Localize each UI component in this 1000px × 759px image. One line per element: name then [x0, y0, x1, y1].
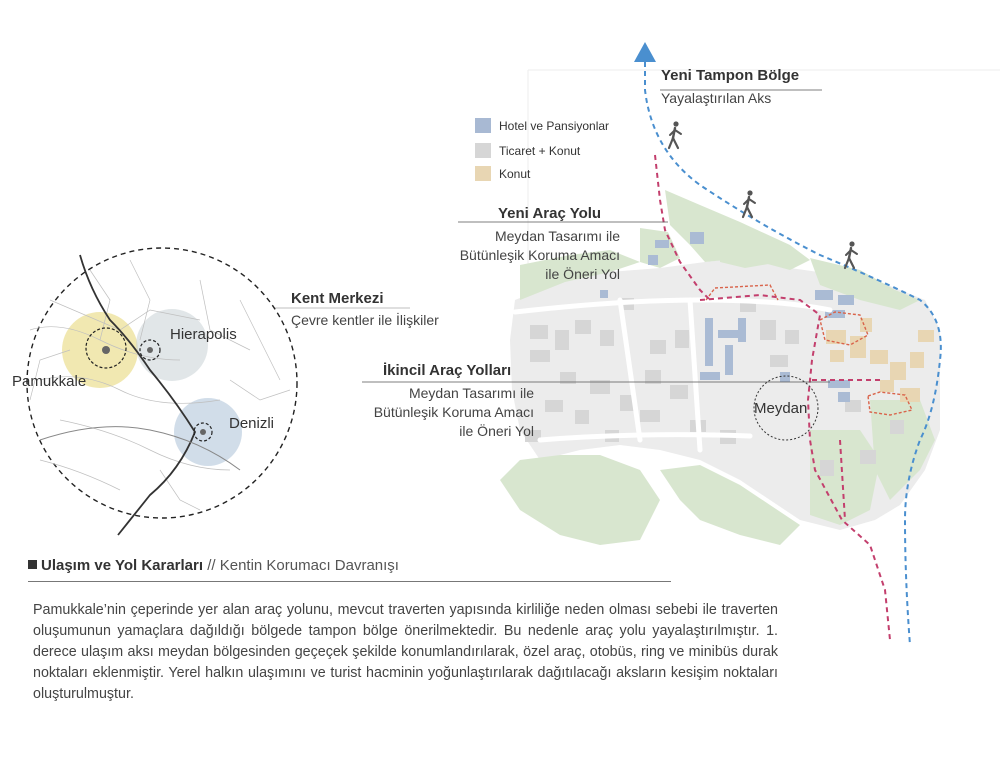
ikincil-subtitle: Meydan Tasarımı ile Bütünleşik Koruma Am… — [374, 384, 534, 441]
arac-subtitle-line: ile Öneri Yol — [545, 266, 620, 282]
ikincil-subtitle-line: ile Öneri Yol — [459, 423, 534, 439]
legend-label: Ticaret + Konut — [499, 143, 581, 158]
legend-label: Hotel ve Pansiyonlar — [499, 118, 610, 133]
place-meydan: Meydan — [754, 400, 808, 417]
housing-blocks — [826, 318, 934, 402]
red-vehicle-route — [654, 154, 891, 641]
pedestrian-icon — [843, 241, 858, 270]
orange-zones — [705, 284, 914, 416]
tampon-title: Yeni Tampon Bölge — [661, 67, 800, 84]
section-title-separator: // — [203, 557, 220, 574]
kent-title: Kent Merkezi — [291, 290, 384, 307]
legend-swatch-housing — [475, 166, 491, 181]
regional-inset-map — [26, 247, 298, 536]
section-title: Ulaşım ve Yol Kararları // Kentin Koruma… — [28, 557, 671, 582]
kent-subtitle: Çevre kentler ile İlişkiler — [291, 312, 439, 328]
hotel-blocks — [600, 232, 854, 402]
arac-subtitle-line: Meydan Tasarımı ile — [494, 228, 620, 244]
section-title-sub: Kentin Korumacı Davranışı — [219, 557, 399, 574]
section-bullet-icon — [28, 560, 37, 569]
ikincil-title: İkincil Araç Yolları — [383, 362, 512, 379]
place-pamukkale: Pamukkale — [12, 373, 87, 390]
legend-label: Konut — [499, 166, 531, 181]
description-paragraph: Pamukkale’nin çeperinde yer alan araç yo… — [33, 602, 778, 702]
commerce-blocks — [525, 298, 904, 476]
place-hierapolis: Hierapolis — [170, 326, 237, 343]
place-denizli: Denizli — [229, 415, 275, 432]
arac-subtitle-line: Bütünleşik Koruma Amacı — [459, 247, 620, 263]
arac-title: Yeni Araç Yolu — [498, 205, 602, 222]
arac-subtitle: Meydan Tasarımı ile Bütünleşik Koruma Am… — [460, 227, 620, 284]
legend-item-housing: Konut — [475, 166, 530, 181]
legend-item-hotel: Hotel ve Pansiyonlar — [475, 118, 609, 133]
ikincil-subtitle-line: Meydan Tasarımı ile — [408, 385, 534, 401]
legend-swatch-commerce — [475, 143, 491, 158]
road-network — [512, 297, 833, 453]
legend-item-commerce: Ticaret + Konut — [475, 143, 580, 158]
legend-swatch-hotel — [475, 118, 491, 133]
ikincil-subtitle-line: Bütünleşik Koruma Amacı — [373, 404, 534, 420]
meydan-circle — [753, 375, 819, 441]
section-title-main: Ulaşım ve Yol Kararları — [41, 557, 204, 574]
tampon-subtitle: Yayalaştırılan Aks — [661, 90, 772, 106]
pedestrian-icon — [741, 190, 756, 219]
arrow-up-icon — [634, 42, 656, 62]
pedestrian-icon — [667, 121, 682, 150]
